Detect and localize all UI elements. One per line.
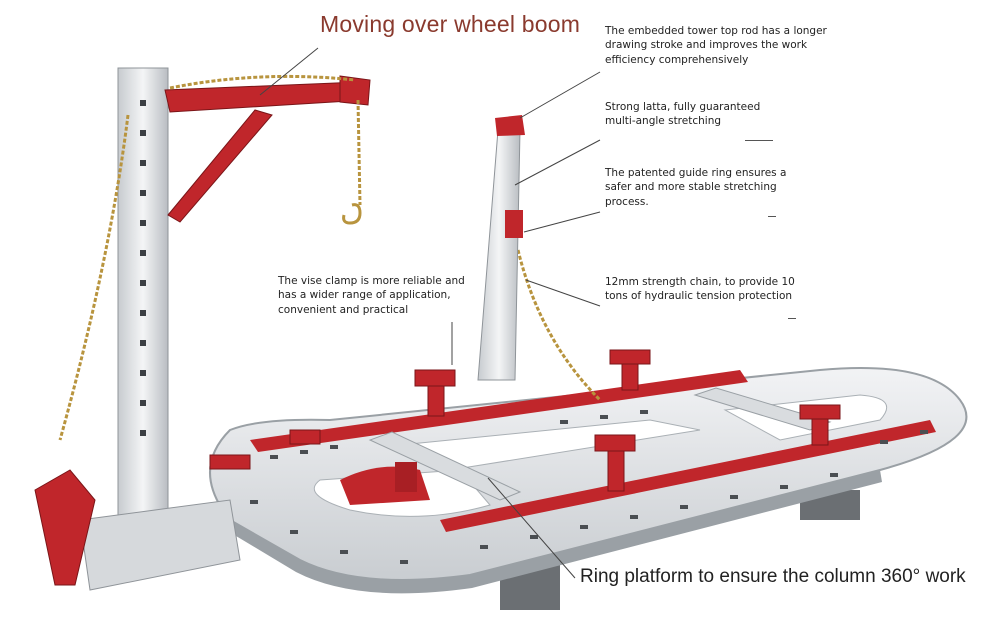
callout-tower-top-rod: The embedded tower top rod has a longer … bbox=[605, 24, 885, 67]
callout-strength-chain: 12mm strength chain, to provide 10 tons … bbox=[605, 275, 865, 304]
hook bbox=[342, 203, 362, 225]
callout-vise-clamp: The vise clamp is more reliable and has … bbox=[278, 274, 518, 317]
leader-lines bbox=[259, 47, 601, 579]
callout-text-line: multi-angle stretching bbox=[605, 115, 722, 128]
callout-strong-latta: Strong latta, fully guaranteed multi-ang… bbox=[605, 100, 865, 129]
callout-text-line: process. bbox=[605, 195, 649, 208]
callout-text-line: safer and more stable stretching bbox=[605, 181, 777, 194]
callout-moving-wheel-boom: Moving over wheel boom bbox=[320, 11, 581, 37]
callout-text-line: The embedded tower top rod has a longer bbox=[605, 25, 827, 37]
hydraulic-jack bbox=[340, 462, 430, 505]
divider bbox=[788, 318, 796, 319]
ring-platform bbox=[209, 367, 968, 594]
callout-guide-ring: The patented guide ring ensures a safer … bbox=[605, 166, 865, 209]
secondary-tower bbox=[477, 115, 525, 381]
callout-text-line: The vise clamp is more reliable and bbox=[278, 275, 465, 287]
callout-text-line: Strong latta, fully guaranteed bbox=[605, 101, 761, 113]
divider bbox=[745, 140, 773, 141]
callout-text-line: drawing stroke and improves the work bbox=[605, 39, 808, 52]
divider bbox=[768, 216, 776, 217]
callout-text-line: convenient and practical bbox=[278, 303, 409, 316]
main-tower-post bbox=[34, 67, 241, 591]
wheel-boom-arm bbox=[164, 75, 371, 223]
callout-text-line: 12mm strength chain, to provide 10 bbox=[605, 276, 795, 288]
callout-text-line: The patented guide ring ensures a bbox=[605, 167, 787, 179]
callout-text-line: efficiency comprehensively bbox=[605, 53, 749, 66]
callout-text-line: tons of hydraulic tension protection bbox=[605, 290, 793, 303]
vise-clamps bbox=[209, 349, 841, 492]
callout-text-line: has a wider range of application, bbox=[278, 289, 451, 302]
callout-ring-platform: Ring platform to ensure the column 360° … bbox=[580, 566, 966, 587]
